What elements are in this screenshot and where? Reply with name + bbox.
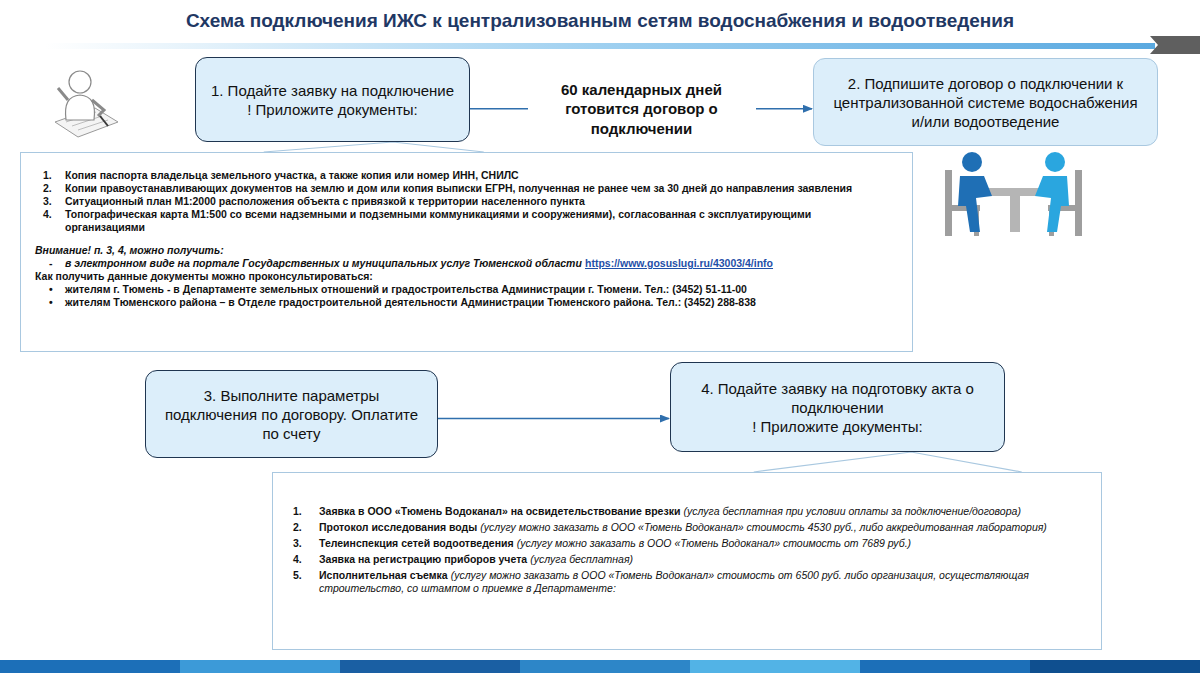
footer-bar xyxy=(180,660,340,673)
list-text: (услугу можно заказать в ООО «Тюмень Вод… xyxy=(517,537,911,549)
list-text: Копия паспорта владельца земельного учас… xyxy=(65,169,519,181)
list-number: 2. xyxy=(285,521,319,534)
list-body: Как получить данные документы можно прок… xyxy=(35,270,892,283)
list-text: Заявка в ООО «Тюмень Водоканал» на освид… xyxy=(319,505,680,517)
list-text: жителям Тюменского района – в Отделе гра… xyxy=(65,296,756,308)
box-text: 3. Выполните параметры подключения по до… xyxy=(160,386,423,443)
list-text: (услуга бесплатная при условии оплаты за… xyxy=(684,505,1021,517)
list-number: - xyxy=(35,257,65,270)
box-text: ! Приложите документы: xyxy=(752,417,922,436)
list-text: в электронном виде на портале Государств… xyxy=(65,257,582,269)
edge-label: 60 календарных дней готовится договор о … xyxy=(528,80,756,139)
box-text: 4. Подайте заявку на подготовку акта о п… xyxy=(685,379,990,417)
list-row: Внимание! п. 3, 4, можно получить: xyxy=(35,244,892,257)
footer-bar xyxy=(0,660,180,673)
list-row: -в электронном виде на портале Государст… xyxy=(35,257,892,270)
connector xyxy=(438,418,669,420)
list-row: 1.Копия паспорта владельца земельного уч… xyxy=(35,169,892,182)
list-number: 3. xyxy=(285,537,319,550)
list-row: 3.Телеинспекция сетей водоотведения(услу… xyxy=(285,537,1081,550)
list-body: Протокол исследования воды(услугу можно … xyxy=(319,521,1081,534)
footer-bar xyxy=(690,660,860,673)
list-row: 4.Заявка на регистрацию приборов учета(у… xyxy=(285,553,1081,566)
list-row: 1.Заявка в ООО «Тюмень Водоканал» на осв… xyxy=(285,505,1081,518)
list-text: жителям г. Тюмень - в Департаменте земел… xyxy=(65,283,747,295)
list-body: Заявка в ООО «Тюмень Водоканал» на освид… xyxy=(319,505,1081,518)
footer-bar xyxy=(1030,660,1200,673)
list-body: Внимание! п. 3, 4, можно получить: xyxy=(35,244,892,257)
list-number: 1. xyxy=(285,505,319,518)
diagram-title: Схема подключения ИЖС к централизованным… xyxy=(0,10,1200,32)
list-number: • xyxy=(35,296,65,309)
list-body: Топографическая карта М1:500 со всеми на… xyxy=(65,208,892,234)
document-list: 1.Заявка в ООО «Тюмень Водоканал» на осв… xyxy=(272,472,1102,650)
list-body: Копии правоустанавливающих документов на… xyxy=(65,182,892,195)
list-number: 3. xyxy=(35,195,65,208)
list-row: 2.Копии правоустанавливающих документов … xyxy=(35,182,892,195)
document-list: 1.Копия паспорта владельца земельного уч… xyxy=(20,152,913,352)
list-text: (услуга бесплатная) xyxy=(530,553,633,565)
list-text: Протокол исследования воды xyxy=(319,521,477,533)
header-bar xyxy=(45,43,1155,49)
box-text: 1. Подайте заявку на подключение xyxy=(211,81,454,100)
list-row: •жителям г. Тюмень - в Департаменте земе… xyxy=(35,283,892,296)
box-text: ! Приложите документы: xyxy=(247,100,417,119)
header-arrow xyxy=(1150,36,1200,54)
list-number: 4. xyxy=(285,553,319,566)
list-row: Как получить данные документы можно прок… xyxy=(35,270,892,283)
list-body: жителям г. Тюмень - в Департаменте земел… xyxy=(65,283,892,296)
meeting-icon xyxy=(945,152,1082,236)
process-box: 2. Подпишите договор о подключении к цен… xyxy=(813,58,1158,146)
footer-bar xyxy=(520,660,690,673)
list-row: 3.Ситуационный план М1:2000 расположения… xyxy=(35,195,892,208)
list-number: 5. xyxy=(285,569,319,582)
list-body: Ситуационный план М1:2000 расположения о… xyxy=(65,195,892,208)
list-text: Телеинспекция сетей водоотведения xyxy=(319,537,514,549)
list-body: Телеинспекция сетей водоотведения(услугу… xyxy=(319,537,1081,550)
process-box: 3. Выполните параметры подключения по до… xyxy=(145,370,438,458)
connector xyxy=(264,142,484,152)
connector xyxy=(754,452,1022,472)
list-number: • xyxy=(35,283,65,296)
list-text: Внимание! п. 3, 4, можно получить: xyxy=(35,244,224,256)
process-box: 1. Подайте заявку на подключение! Прилож… xyxy=(195,57,470,142)
list-row: 2.Протокол исследования воды(услугу можн… xyxy=(285,521,1081,534)
list-body: Заявка на регистрацию приборов учета(усл… xyxy=(319,553,1081,566)
list-body: жителям Тюменского района – в Отделе гра… xyxy=(65,296,892,309)
list-text: Копии правоустанавливающих документов на… xyxy=(65,182,852,194)
list-body: Копия паспорта владельца земельного учас… xyxy=(65,169,892,182)
list-body: в электронном виде на портале Государств… xyxy=(65,257,892,270)
list-text: Заявка на регистрацию приборов учета xyxy=(319,553,527,565)
box-text: 2. Подпишите договор о подключении к цен… xyxy=(828,74,1143,131)
list-number: 4. xyxy=(35,208,65,221)
list-row: 5.Исполнительная съемка(услугу можно зак… xyxy=(285,569,1081,595)
list-text: Как получить данные документы можно прок… xyxy=(35,270,373,282)
list-number: 2. xyxy=(35,182,65,195)
list-row: 4.Топографическая карта М1:500 со всеми … xyxy=(35,208,892,234)
list-text: Исполнительная съемка xyxy=(319,569,448,581)
list-text: Ситуационный план М1:2000 расположения о… xyxy=(65,195,585,207)
list-row: •жителям Тюменского района – в Отделе гр… xyxy=(35,296,892,309)
footer-bar xyxy=(340,660,520,673)
footer-bar xyxy=(860,660,1030,673)
list-text: https://www.gosuslugi.ru/43003/4/info xyxy=(585,257,773,269)
list-number: 1. xyxy=(35,169,65,182)
list-text: (услугу можно заказать в ООО «Тюмень Вод… xyxy=(480,521,1047,533)
writer-icon xyxy=(55,71,118,137)
list-body: Исполнительная съемка(услугу можно заказ… xyxy=(319,569,1081,595)
process-box: 4. Подайте заявку на подготовку акта о п… xyxy=(670,362,1005,452)
list-text: Топографическая карта М1:500 со всеми на… xyxy=(65,208,811,233)
